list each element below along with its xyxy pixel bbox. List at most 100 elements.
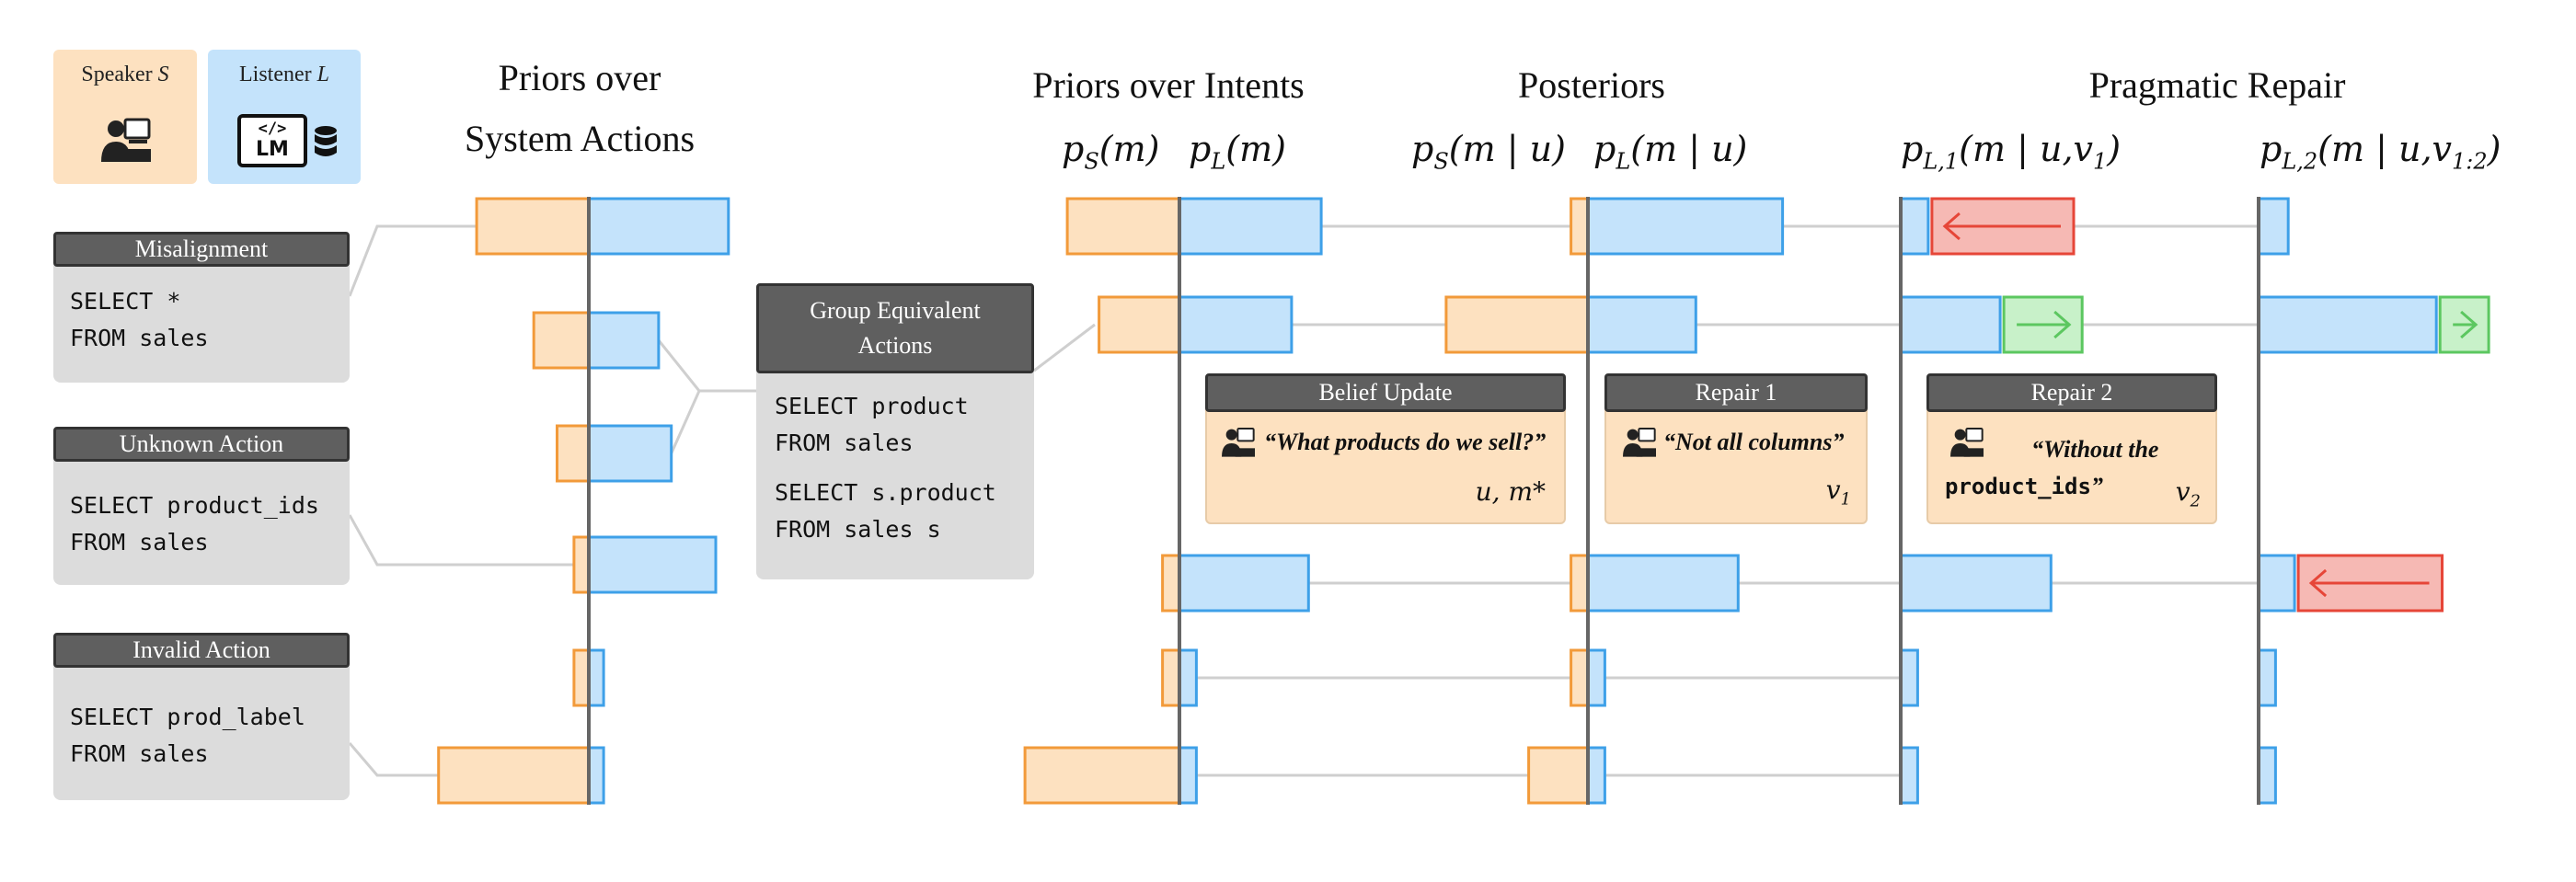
card-title: Misalignment — [53, 232, 350, 267]
connector-line — [348, 224, 477, 297]
speaker-bar — [475, 197, 591, 256]
connector-line — [348, 742, 439, 777]
card-code: SELECT prod_label FROM sales — [70, 704, 305, 767]
speaker-bar — [1570, 648, 1590, 707]
speaker-bar — [1065, 197, 1181, 256]
speaker-bar — [1161, 554, 1181, 613]
connector-line — [657, 339, 756, 393]
label-pl-mu: pL(m | u) — [1593, 129, 1748, 175]
arrow-right-icon — [2053, 310, 2072, 339]
listener-bar — [1178, 746, 1198, 805]
speaker-bar — [1161, 648, 1181, 707]
axis-lines — [587, 197, 2260, 805]
listener-bar — [1586, 295, 1697, 354]
speaker-bar — [532, 311, 591, 370]
speaker-bar — [572, 535, 591, 594]
heading-posteriors: Posteriors — [1518, 64, 1665, 106]
connector-line — [1033, 323, 1096, 372]
listener-bar — [2257, 295, 2438, 354]
listener-bar — [1586, 197, 1785, 256]
bar-marks — [437, 197, 2490, 805]
legend-speaker: Speaker S — [53, 50, 197, 184]
listener-bar — [587, 535, 718, 594]
card-misalignment: Misalignment SELECT * FROM sales — [53, 232, 350, 383]
heading-priors-actions: Priors over System Actions — [464, 57, 696, 159]
listener-bar — [1899, 648, 1919, 707]
label-pl2: pL,2(m | u,v1:2) — [2260, 129, 2501, 175]
listener-bar — [1178, 648, 1198, 707]
heading-priors-intents: Priors over Intents — [1032, 64, 1305, 106]
note-title: Repair 2 — [1926, 373, 2217, 412]
listener-bar — [1899, 554, 2053, 613]
listener-bar — [1899, 197, 1930, 256]
lm-text: LM — [256, 138, 289, 161]
listener-bar — [587, 648, 605, 707]
listener-bar — [1899, 295, 2002, 354]
note-tag: v2 — [2175, 476, 2201, 511]
listener-bar — [2257, 648, 2277, 707]
legend-listener: Listener L </> LM — [208, 50, 361, 184]
speaker-label: Speaker — [81, 63, 153, 86]
connector-line — [670, 390, 701, 454]
label-ps-mu: pS(m | u) — [1411, 129, 1566, 175]
listener-bar — [587, 197, 730, 256]
speaker-person-icon — [1222, 428, 1255, 457]
connector-lines — [348, 224, 2259, 777]
lm-code-icon: </> LM — [237, 114, 307, 167]
speaker-bar — [1098, 295, 1181, 354]
listener-bar — [2257, 746, 2277, 805]
speaker-bar — [1527, 746, 1590, 805]
speaker-symbol: S — [157, 63, 169, 86]
listener-bar — [1586, 746, 1606, 805]
listener-symbol: L — [316, 63, 329, 86]
card-title: Unknown Action — [53, 427, 350, 462]
connector-line — [348, 514, 574, 567]
listener-bar — [587, 746, 605, 805]
note-tag: v1 — [1825, 475, 1851, 510]
note-tag: u, m* — [1475, 476, 1546, 507]
listener-bar — [1178, 554, 1310, 613]
card-title: Group Equivalent Actions — [756, 283, 1034, 373]
listener-bar — [1178, 295, 1294, 354]
speaker-person-icon — [1623, 428, 1656, 457]
speaker-bar — [1023, 746, 1181, 805]
speaker-bar — [1570, 197, 1590, 256]
card-group-equivalent: Group Equivalent Actions SELECT product … — [756, 283, 1034, 579]
speaker-bar — [556, 424, 591, 483]
speaker-person-icon — [101, 118, 151, 162]
label-pl1: pL,1(m | u,v1) — [1901, 129, 2122, 175]
speaker-bar — [1570, 554, 1590, 613]
note-quote-line1: “Without the — [2031, 436, 2159, 463]
note-quote: “Not all columns” — [1663, 429, 1845, 455]
card-code: SELECT product_ids FROM sales — [70, 492, 319, 556]
listener-bar — [587, 424, 673, 483]
speaker-bar — [437, 746, 591, 805]
note-quote: “What products do we sell?” — [1264, 429, 1547, 455]
card-code: SELECT * FROM sales — [70, 288, 209, 351]
database-icon — [315, 126, 337, 156]
arrow-left-icon — [2308, 568, 2328, 598]
label-pl-m: pL(m) — [1189, 129, 1286, 175]
speaker-person-icon — [1950, 428, 1984, 457]
note-repair-2: Repair 2 “Without the product_ids” v2 — [1926, 373, 2217, 524]
card-unknown-action: Unknown Action SELECT product_ids FROM s… — [53, 427, 350, 585]
listener-bar — [1899, 746, 1919, 805]
heading-pragmatic-repair: Pragmatic Repair — [2088, 64, 2346, 106]
note-belief-update: Belief Update “What products do we sell?… — [1205, 373, 1566, 524]
note-title: Belief Update — [1205, 373, 1566, 412]
listener-bar — [587, 311, 661, 370]
arrow-left-icon — [1942, 212, 1961, 241]
listener-label: Listener — [239, 63, 312, 86]
listener-bar — [2257, 554, 2296, 613]
listener-bar — [1586, 648, 1606, 707]
speaker-bar — [572, 648, 591, 707]
arrow-right-icon — [2460, 310, 2478, 339]
label-ps-m: pS(m) — [1062, 129, 1160, 175]
group-code-1: SELECT product FROM sales — [775, 393, 969, 456]
group-code-2: SELECT s.product FROM sales s — [775, 479, 996, 543]
listener-bar — [2257, 197, 2290, 256]
note-repair-1: Repair 1 “Not all columns” v1 — [1604, 373, 1868, 524]
listener-bar — [1586, 554, 1740, 613]
card-invalid-action: Invalid Action SELECT prod_label FROM sa… — [53, 633, 350, 800]
